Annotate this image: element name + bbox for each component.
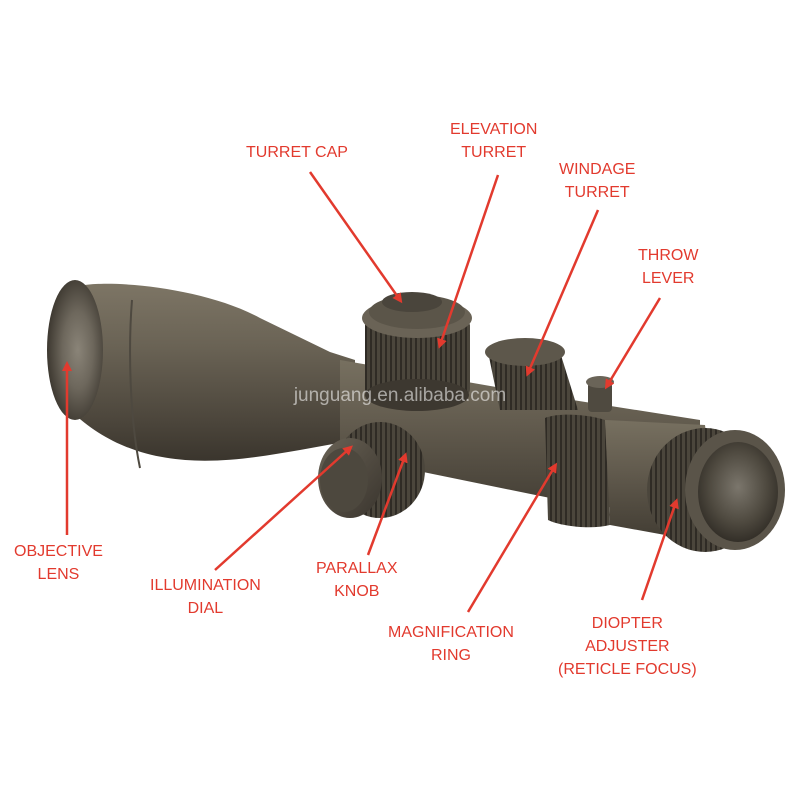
magnification-ring-label: MAGNIFICATION RING xyxy=(388,621,514,667)
side-focus-assembly xyxy=(318,422,425,518)
turret-cap-label: TURRET CAP xyxy=(246,141,348,164)
windage-turret-label-line1: WINDAGE xyxy=(559,161,636,178)
eyepiece-lens xyxy=(698,442,778,542)
parallax-knob-label-line1: PARALLAX xyxy=(316,560,398,577)
objective-lens-glass xyxy=(47,280,103,420)
illumination-dial-label: ILLUMINATION DIAL xyxy=(150,574,261,620)
diopter-adjuster-label: DIOPTER ADJUSTER (RETICLE FOCUS) xyxy=(558,612,697,681)
throw-lever-label: THROW LEVER xyxy=(638,244,698,290)
windage-turret-arrow xyxy=(525,209,600,377)
objective-lens-label-line1: OBJECTIVE xyxy=(14,543,103,560)
magnification-ring-shape xyxy=(545,414,610,528)
turret-cap-label-line: TURRET CAP xyxy=(246,144,348,161)
elevation-turret-label-line1: ELEVATION xyxy=(450,121,538,138)
turret-cap-arrow xyxy=(308,171,403,304)
elevation-turret-label: ELEVATION TURRET xyxy=(450,118,537,164)
magnification-ring-label-line2: RING xyxy=(430,647,471,664)
parallax-knob-label-line2: KNOB xyxy=(334,583,380,600)
diopter-adjuster-label-line1: DIOPTER xyxy=(591,615,663,632)
eyepiece xyxy=(605,420,785,552)
illumination-dial-label-line1: ILLUMINATION xyxy=(150,577,261,594)
illumination-dial-label-line2: DIAL xyxy=(187,600,224,617)
windage-turret-shape xyxy=(485,338,578,410)
objective-lens-label: OBJECTIVE LENS xyxy=(14,540,103,586)
diopter-adjuster-label-line3: (RETICLE FOCUS) xyxy=(558,661,697,678)
parallax-knob-arrow xyxy=(366,452,408,556)
throw-lever-label-line1: THROW xyxy=(638,247,699,264)
objective-bell xyxy=(47,280,355,469)
parallax-knob-label: PARALLAX KNOB xyxy=(316,557,398,603)
illumination-dial-arrow xyxy=(214,445,353,571)
windage-turret-label-line2: TURRET xyxy=(564,184,630,201)
windage-turret-label: WINDAGE TURRET xyxy=(559,158,635,204)
diopter-adjuster-arrow xyxy=(640,498,679,601)
watermark-text: junguang.en.alibaba.com xyxy=(293,385,507,406)
diopter-adjuster-label-line2: ADJUSTER xyxy=(585,638,670,655)
magnification-ring-label-line1: MAGNIFICATION xyxy=(388,624,514,641)
elevation-turret-label-line2: TURRET xyxy=(461,144,527,161)
throw-lever-arrow xyxy=(604,297,662,390)
elevation-turret-arrow xyxy=(437,174,500,349)
objective-lens-label-line2: LENS xyxy=(37,566,80,583)
throw-lever-label-line2: LEVER xyxy=(641,270,695,287)
magnification-ring-arrow xyxy=(466,462,558,613)
